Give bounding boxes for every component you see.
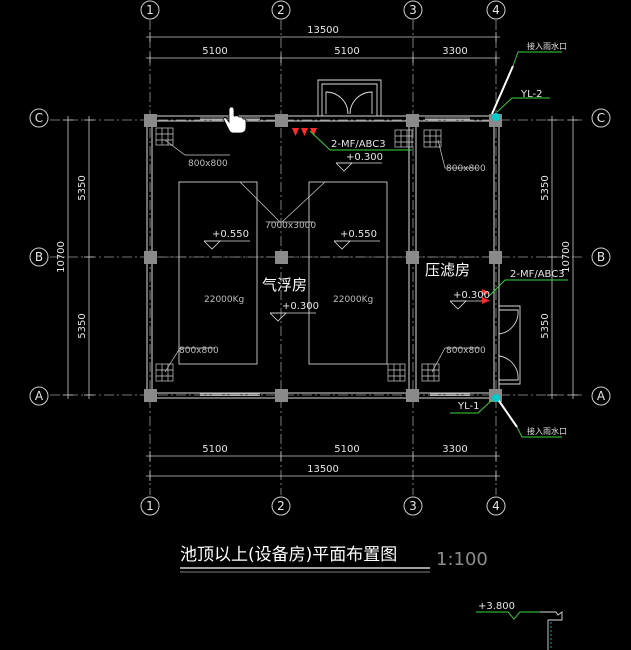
roof-elevation: +3.800 [478,601,515,612]
rainwater-pipes [491,65,518,428]
dim-vertical-right-2: 5350 [540,313,551,338]
dim-vertical-left-total: 10700 [56,241,67,273]
axis-label-right-a: A [597,389,606,403]
dim-vertical-right-total: 10700 [561,241,572,273]
axis-label-left-c: C [35,111,43,125]
connect-label-top: 接入雨水口 [527,41,567,51]
axis-label-top-2: 2 [277,3,285,17]
opening-size-tl: 800x800 [188,159,228,169]
dimension-lines [63,32,578,481]
room-label-flotation: 气浮房 [262,276,307,294]
pipe-node-top [492,113,500,121]
floor-openings [155,127,442,382]
drawing-scale: 1:100 [436,549,488,570]
axis-label-top-3: 3 [409,3,417,17]
opening-size-tr: 800x800 [446,164,486,174]
dim-span-top-1: 5100 [202,46,227,57]
dim-span-top-3: 3300 [442,46,467,57]
elevation-1: +0.300 [346,152,383,163]
elevation-4: +0.300 [282,301,319,312]
pipe-label-bottom: YL-1 [457,401,479,412]
axis-label-left-b: B [35,250,43,264]
extinguisher-leaders [309,130,568,297]
elevation-marks [203,162,486,322]
extinguisher-label-top: 2-MF/ABC3 [331,139,386,150]
axis-lines [50,20,585,495]
opening-size-br: 800x800 [446,346,486,356]
axis-label-left-a: A [35,389,44,403]
pipe-node-bottom [492,394,500,402]
dim-vertical-right-1: 5350 [540,175,551,200]
dim-vertical-left-2: 5350 [77,313,88,338]
axis-label-right-b: B [597,250,605,264]
equipment-weight-right: 22000Kg [333,295,373,305]
dim-span-bottom-3: 3300 [442,444,467,455]
opening-size-bl: 800x800 [179,346,219,356]
equipment [178,181,388,365]
elevation-2: +0.550 [212,229,249,240]
pipe-label-top: YL-2 [520,89,542,100]
dim-total-top: 13500 [307,25,339,36]
leader-lines [164,139,480,373]
elevation-3: +0.550 [340,229,377,240]
structural-columns [144,114,502,402]
hand-cursor-icon [223,106,247,134]
axis-label-top-4: 4 [492,3,500,17]
top-double-door [317,79,382,116]
dim-span-bottom-1: 5100 [202,444,227,455]
axis-label-bottom-4: 4 [492,499,500,513]
axis-label-bottom-3: 3 [409,499,417,513]
dim-total-bottom: 13500 [307,464,339,475]
windows [200,117,470,396]
dim-vertical-left-1: 5350 [77,175,88,200]
axis-bubbles [29,0,611,516]
connect-label-bottom: 接入雨水口 [527,426,567,436]
equipment-weight-left: 22000Kg [204,295,244,305]
room-label-filter: 压滤房 [425,261,470,279]
axis-label-bottom-1: 1 [146,499,154,513]
axis-label-top-1: 1 [146,3,154,17]
dim-span-bottom-2: 5100 [334,444,359,455]
fire-extinguisher-icons [292,128,490,304]
axis-label-bottom-2: 2 [277,499,285,513]
roof-detail [540,611,563,650]
dim-span-top-2: 5100 [334,46,359,57]
axis-label-right-c: C [597,111,605,125]
elevation-5: +0.300 [453,290,490,301]
extinguisher-label-right: 2-MF/ABC3 [510,269,565,280]
drawing-title: 池顶以上(设备房)平面布置图 [180,545,397,565]
right-side-door [498,305,521,385]
equipment-size: 7000x3000 [265,221,316,231]
